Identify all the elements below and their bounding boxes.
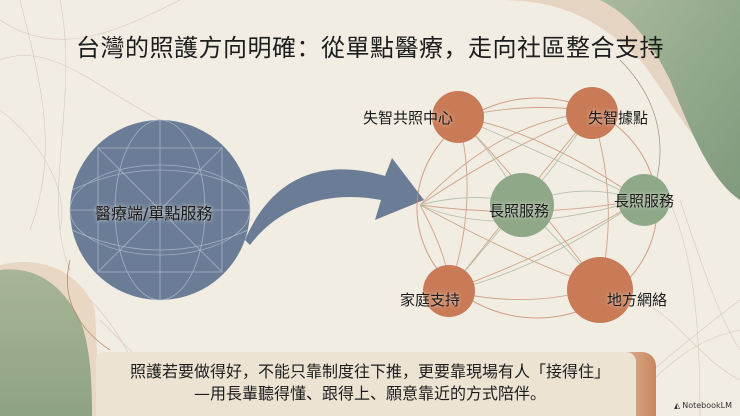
quote-box bbox=[96, 352, 656, 416]
node-family-support bbox=[423, 265, 475, 317]
globe-icon bbox=[69, 119, 251, 301]
quote-line-1: 照護若要做得好，不能只靠制度往下推，更要靠現場有人「接得住」 bbox=[129, 362, 610, 381]
label-ltc-service-right: 長照服務 bbox=[614, 192, 675, 210]
watermark: ◭ NotebookLM bbox=[674, 401, 732, 410]
quote-box-inner bbox=[96, 352, 636, 416]
node-dementia-center bbox=[432, 91, 484, 143]
arrow-icon bbox=[245, 158, 424, 245]
label-ltc-service-center: 長照服務 bbox=[489, 202, 550, 220]
slide-title: 台灣的照護方向明確：從單點醫療，走向社區整合支持 bbox=[76, 34, 664, 62]
left-node-label: 醫療端/單點服務 bbox=[95, 204, 213, 223]
label-dementia-center: 失智共照中心 bbox=[363, 109, 454, 127]
label-local-network: 地方網絡 bbox=[607, 291, 668, 309]
label-family-support: 家庭支持 bbox=[400, 291, 461, 309]
notebooklm-logo-icon: ◭ bbox=[674, 401, 681, 410]
label-dementia-base: 失智據點 bbox=[588, 109, 649, 127]
node-ltc-service-right bbox=[618, 174, 670, 226]
node-local-network bbox=[567, 257, 633, 323]
node-dementia-base bbox=[566, 87, 618, 139]
quote-line-2: —用長輩聽得懂、跟得上、願意靠近的方式陪伴。 bbox=[193, 384, 546, 403]
node-ltc-service-center bbox=[490, 173, 554, 237]
watermark-text: NotebookLM bbox=[682, 401, 732, 410]
